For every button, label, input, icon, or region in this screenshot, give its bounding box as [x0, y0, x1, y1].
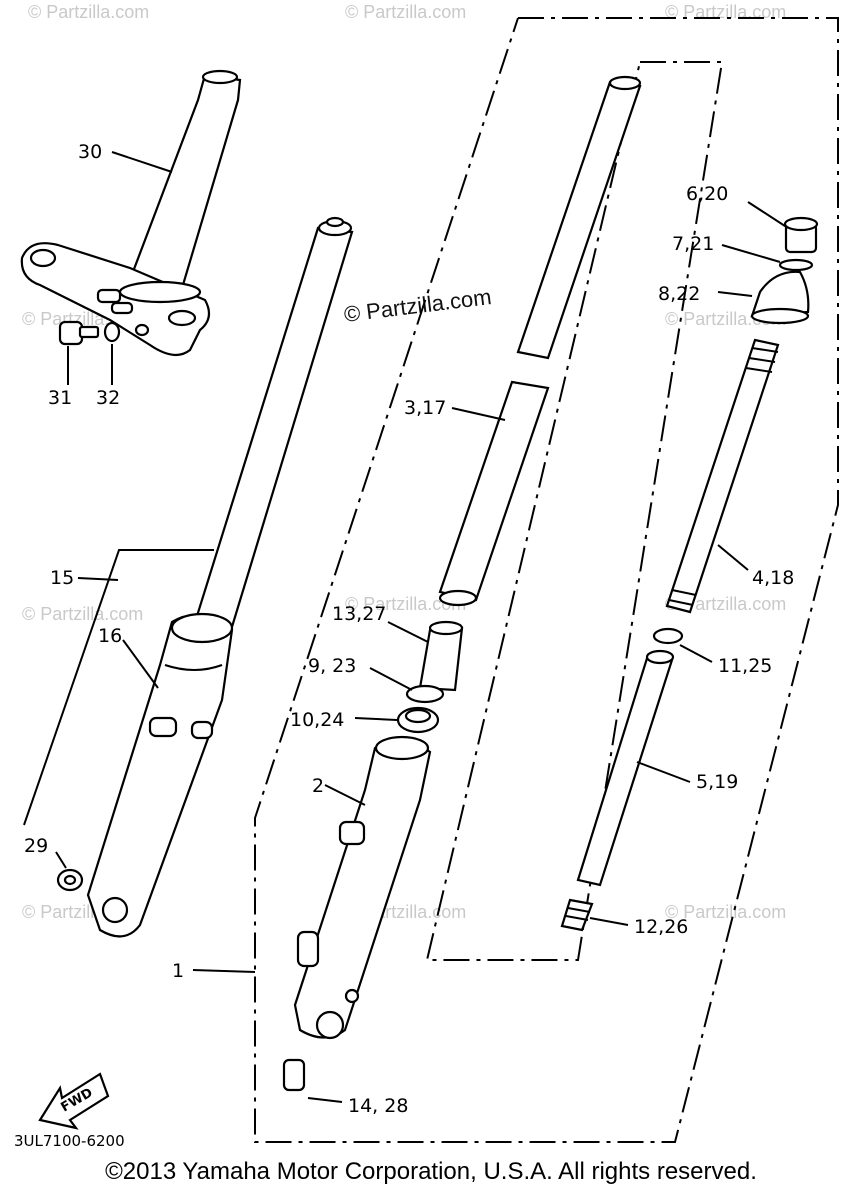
label-part-5-19: 5,19 — [696, 771, 738, 793]
seal-part-9-23 — [405, 684, 445, 704]
inner-tube-part-15 — [190, 216, 354, 642]
spring-part-4-18 — [665, 338, 780, 614]
label-part-4-18: 4,18 — [752, 567, 794, 589]
bolt-part-14-28 — [282, 1058, 306, 1092]
damper-rod-part-5-19 — [576, 649, 675, 887]
steering-stem-part-30 — [20, 69, 242, 357]
label-part-10-24: 10,24 — [290, 709, 344, 731]
outer-tube-part-2 — [293, 735, 432, 1040]
assembly-outline — [23, 17, 839, 1143]
label-part-16: 16 — [98, 625, 122, 647]
label-part-14-28: 14, 28 — [348, 1095, 408, 1117]
label-part-1: 1 — [172, 960, 184, 982]
label-part-32: 32 — [96, 387, 120, 409]
watermark-group: © Partzilla.com © Partzilla.com © Partzi… — [22, 2, 786, 922]
washer-part-29 — [56, 868, 84, 892]
watermark-text: © Partzilla.com — [345, 594, 466, 614]
watermark-text: © Partzilla.com — [28, 2, 149, 22]
copyright-notice: ©2013 Yamaha Motor Corporation, U.S.A. A… — [105, 1158, 757, 1185]
label-part-7-21: 7,21 — [672, 233, 714, 255]
watermark-text: © Partzilla.com — [665, 902, 786, 922]
fwd-arrow-icon: FWD — [38, 1072, 110, 1130]
leader-lines — [55, 151, 789, 1103]
label-part-12-26: 12,26 — [634, 916, 688, 938]
label-part-31: 31 — [48, 387, 72, 409]
diagram-code: 3UL7100-6200 — [14, 1132, 125, 1150]
collar-part-13-27 — [418, 620, 464, 692]
label-part-3-17: 3,17 — [404, 397, 446, 419]
label-part-15: 15 — [50, 567, 74, 589]
watermark-text: © Partzilla.com — [345, 2, 466, 22]
label-part-2: 2 — [312, 775, 324, 797]
cap-bolt-part-6-20 — [783, 216, 819, 254]
label-part-9-23: 9, 23 — [308, 655, 356, 677]
o-ring-part-7-21 — [778, 258, 814, 272]
label-part-8-22: 8,22 — [658, 283, 700, 305]
label-part-11-25: 11,25 — [718, 655, 772, 677]
label-part-29: 29 — [24, 835, 48, 857]
spacer-part-8-22 — [750, 270, 810, 325]
washer-part-32 — [103, 321, 150, 343]
label-part-6-20: 6,20 — [686, 183, 728, 205]
label-part-13-27: 13,27 — [332, 603, 386, 625]
fork-tube-part-3-17 — [438, 75, 642, 607]
rebound-spring-part-12-26 — [560, 898, 594, 932]
clip-part-11-25 — [652, 627, 684, 645]
bolt-part-31 — [58, 320, 100, 346]
ring-part-10-24 — [396, 706, 440, 734]
label-part-30: 30 — [78, 141, 102, 163]
watermark-text: © Partzilla.com — [22, 604, 143, 624]
outer-tube-part-16 — [86, 612, 234, 938]
